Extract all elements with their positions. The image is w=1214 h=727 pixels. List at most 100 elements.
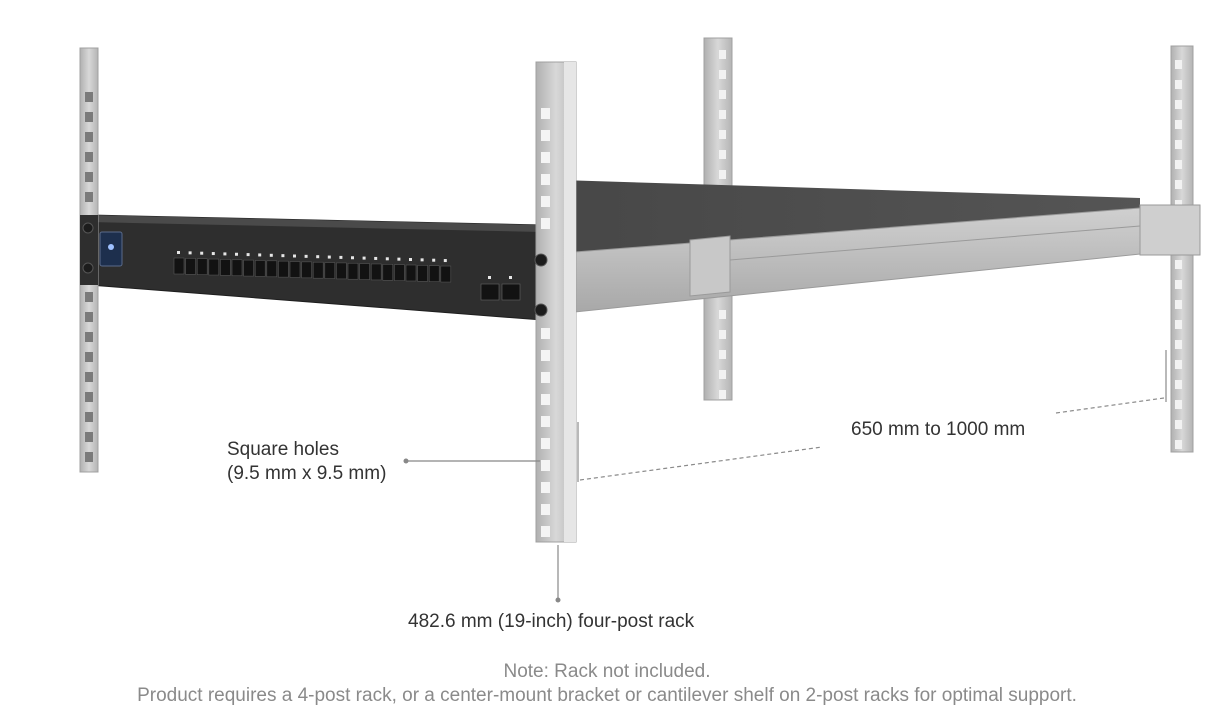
port-icon: [278, 260, 289, 278]
square-hole: [1175, 320, 1182, 329]
front-right-post: [534, 61, 577, 543]
square-hole: [85, 172, 93, 182]
port-led: [420, 258, 424, 262]
rail-end-bracket: [1139, 204, 1201, 256]
square-hole: [85, 92, 93, 102]
square-hole: [85, 292, 93, 302]
port-icon: [185, 258, 196, 275]
square-hole: [541, 460, 550, 471]
sfp-led: [509, 276, 512, 279]
front-left-post: [79, 47, 99, 473]
square-hole: [719, 90, 726, 99]
port-icon: [231, 259, 243, 277]
square-hole: [1175, 280, 1182, 289]
port-icon: [428, 265, 440, 283]
square-hole: [719, 70, 726, 79]
depth-dimension: [577, 350, 1167, 482]
square-hole: [719, 150, 726, 159]
port-led: [188, 251, 192, 255]
square-hole: [1175, 400, 1182, 409]
port-led: [397, 257, 401, 261]
port-led: [351, 256, 354, 260]
square-hole: [1175, 340, 1182, 349]
port-led: [316, 255, 320, 259]
square-hole: [85, 312, 93, 322]
square-hole: [85, 452, 93, 462]
square-hole: [541, 108, 550, 119]
square-hole: [1175, 160, 1182, 169]
port-icon: [324, 262, 336, 279]
sfp-led: [488, 276, 491, 279]
square-hole: [541, 416, 550, 427]
port-icon: [208, 258, 220, 276]
square-hole: [85, 192, 93, 202]
sfp-port-icon: [480, 283, 500, 301]
square-hole: [85, 392, 93, 402]
port-led: [211, 252, 215, 256]
screw-icon: [82, 262, 94, 274]
square-hole: [1175, 360, 1182, 369]
square-hole: [85, 412, 93, 422]
port-icon: [254, 260, 266, 277]
square-hole: [719, 110, 726, 119]
square-hole: [541, 218, 550, 229]
square-hole: [719, 330, 726, 339]
rack-type-callout: 482.6 mm (19-inch) four-post rack: [408, 611, 695, 632]
port-led: [235, 252, 238, 256]
port-icon: [394, 264, 405, 281]
port-led: [304, 254, 308, 258]
port-led: [374, 256, 378, 260]
port-led: [327, 255, 331, 259]
square-hole: [541, 130, 550, 141]
square-holes-size: (9.5 mm x 9.5 mm): [227, 463, 387, 484]
square-hole: [85, 372, 93, 382]
square-hole: [85, 132, 93, 142]
square-hole: [541, 174, 550, 185]
port-led: [385, 257, 389, 261]
port-icon: [382, 263, 394, 281]
square-holes-leader: [403, 458, 540, 464]
port-led: [339, 255, 343, 259]
square-hole: [541, 394, 550, 405]
screw-icon: [534, 253, 548, 267]
port-icon: [243, 259, 254, 277]
square-hole: [1175, 440, 1182, 449]
port-led: [362, 256, 366, 260]
port-led: [293, 254, 296, 258]
port-icon: [417, 265, 428, 282]
square-hole: [719, 170, 726, 179]
square-hole: [1175, 60, 1182, 69]
port-icon: [347, 262, 359, 280]
port-led: [281, 254, 285, 258]
square-hole: [541, 526, 550, 537]
port-led: [200, 251, 204, 255]
square-hole: [719, 390, 726, 399]
port-led: [246, 253, 250, 257]
square-hole: [541, 438, 550, 449]
note-title: Note: Rack not included.: [503, 661, 711, 682]
square-hole: [541, 372, 550, 383]
square-hole: [1175, 260, 1182, 269]
square-hole: [1175, 300, 1182, 309]
square-hole: [1175, 80, 1182, 89]
square-hole: [1175, 120, 1182, 129]
port-led: [409, 258, 412, 261]
square-hole: [719, 370, 726, 379]
square-hole: [85, 352, 93, 362]
square-hole: [719, 130, 726, 139]
note-body: Product requires a 4-post rack, or a cen…: [137, 685, 1077, 706]
sfp-port-icon: [501, 283, 521, 301]
square-holes-callout: Square holes (9.5 mm x 9.5 mm): [227, 438, 386, 486]
screw-icon: [534, 303, 548, 317]
rack-type-leader: [555, 545, 561, 603]
square-hole: [1175, 420, 1182, 429]
port-icon: [405, 264, 417, 282]
port-icon: [289, 261, 301, 278]
square-hole: [1175, 140, 1182, 149]
port-icon: [359, 263, 370, 280]
square-hole: [541, 350, 550, 361]
square-hole: [541, 482, 550, 493]
square-hole: [719, 310, 726, 319]
port-icon: [301, 261, 312, 279]
